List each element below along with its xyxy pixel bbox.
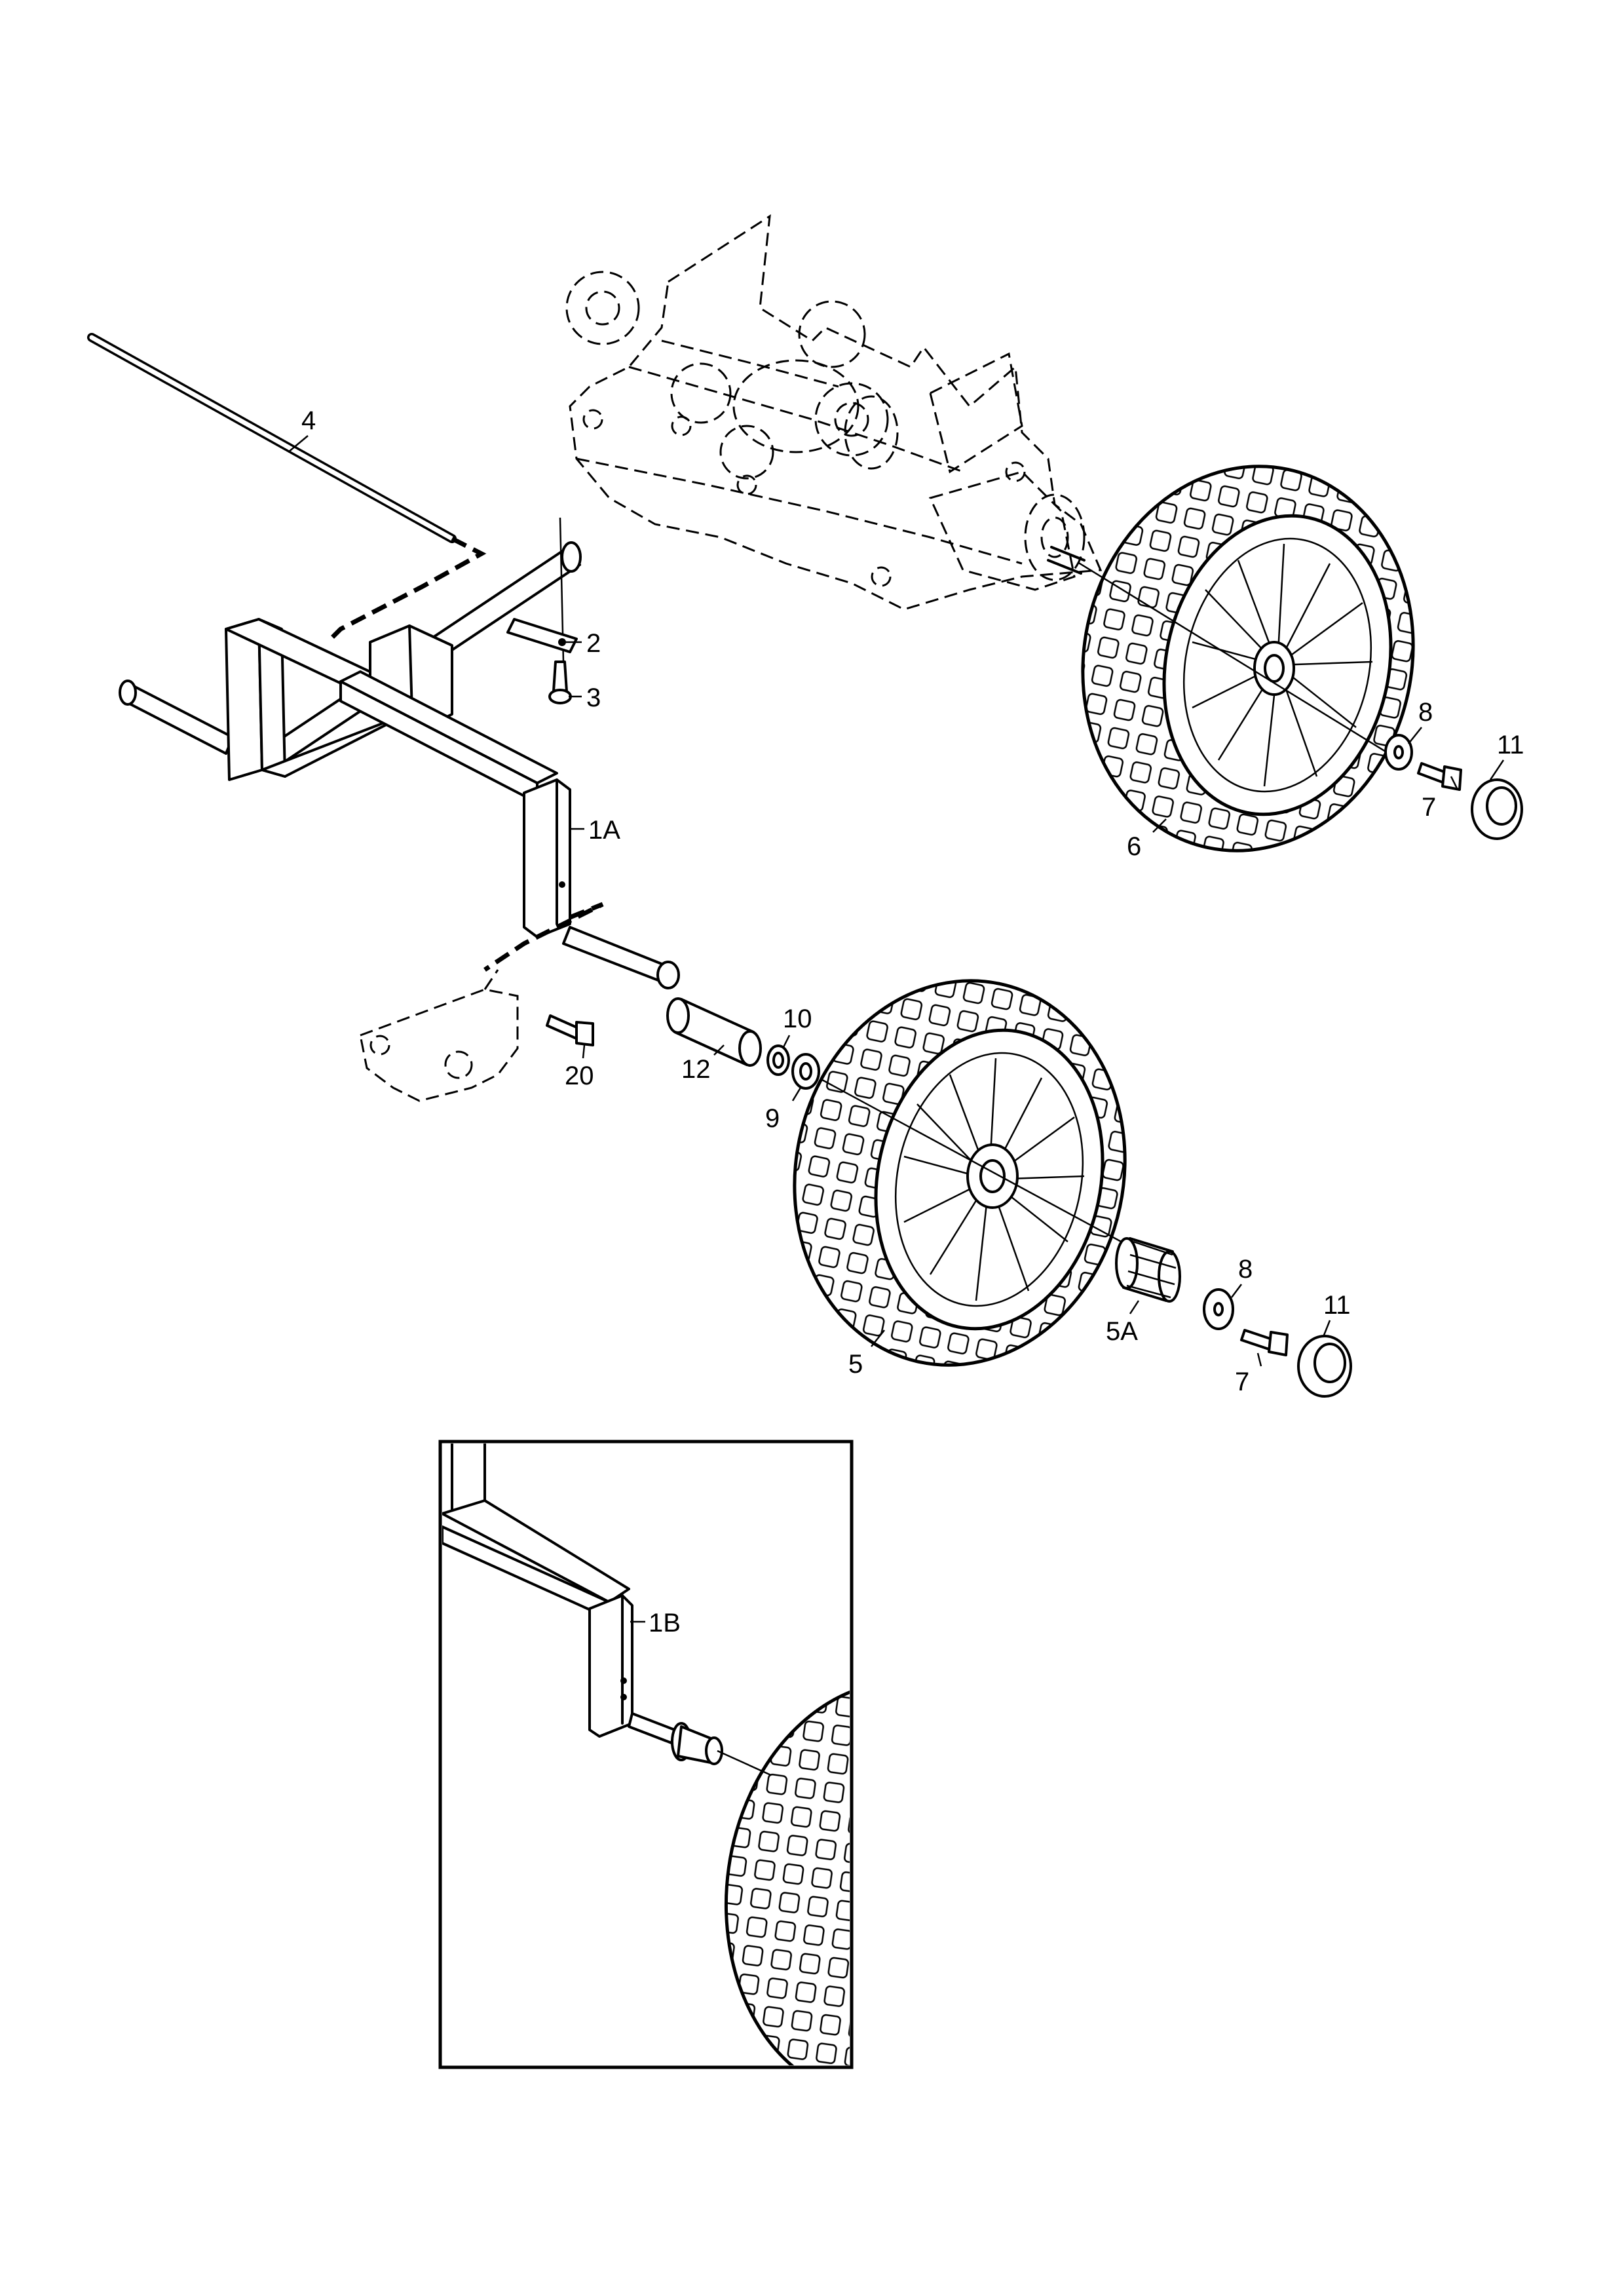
callout-leaders xyxy=(288,435,1505,1623)
callout-12: 12 xyxy=(681,1055,711,1084)
washer-9 xyxy=(791,1053,820,1090)
mounting-bracket xyxy=(359,969,519,1102)
clip-2 xyxy=(506,517,578,662)
screw-7-upper xyxy=(1417,762,1462,791)
callout-11-lower: 11 xyxy=(1323,1291,1351,1320)
transmission-assembly xyxy=(565,214,1103,611)
callout-11-upper: 11 xyxy=(1497,731,1524,759)
callout-9: 9 xyxy=(765,1104,780,1133)
callout-1b: 1B xyxy=(649,1609,681,1637)
washer-10 xyxy=(766,1044,790,1076)
callout-3: 3 xyxy=(586,683,601,712)
screw-3 xyxy=(548,660,572,704)
frame-1a xyxy=(119,541,680,989)
washer-8-lower xyxy=(1203,1288,1234,1330)
callout-1a: 1A xyxy=(588,816,620,845)
callout-2: 2 xyxy=(586,629,601,658)
washer-8-upper xyxy=(1384,734,1413,771)
hub-5a xyxy=(1115,1237,1181,1303)
callout-4: 4 xyxy=(301,406,316,435)
cap-11-lower xyxy=(1297,1335,1352,1398)
wheel-5 xyxy=(793,979,1127,1367)
screw-7-lower xyxy=(1240,1329,1289,1356)
callout-8-upper: 8 xyxy=(1418,698,1433,727)
callout-7-lower: 7 xyxy=(1235,1368,1249,1396)
callout-labels: 4 2 3 1A 8 11 7 6 10 20 12 9 8 11 5A 7 5… xyxy=(301,406,1524,1637)
callout-20: 20 xyxy=(565,1062,594,1090)
callout-10: 10 xyxy=(783,1004,812,1033)
callout-7-upper: 7 xyxy=(1422,793,1436,822)
bolt-20 xyxy=(546,1014,594,1046)
wheel-6 xyxy=(1081,465,1415,852)
inset-detail-1b xyxy=(438,1440,854,2069)
callout-8-lower: 8 xyxy=(1238,1255,1253,1284)
rod-4 xyxy=(87,333,487,644)
cap-11-upper xyxy=(1471,778,1523,840)
callout-6: 6 xyxy=(1127,832,1141,861)
callout-5: 5 xyxy=(848,1350,863,1379)
callout-5a: 5A xyxy=(1106,1317,1138,1346)
spacer-12 xyxy=(666,997,762,1067)
